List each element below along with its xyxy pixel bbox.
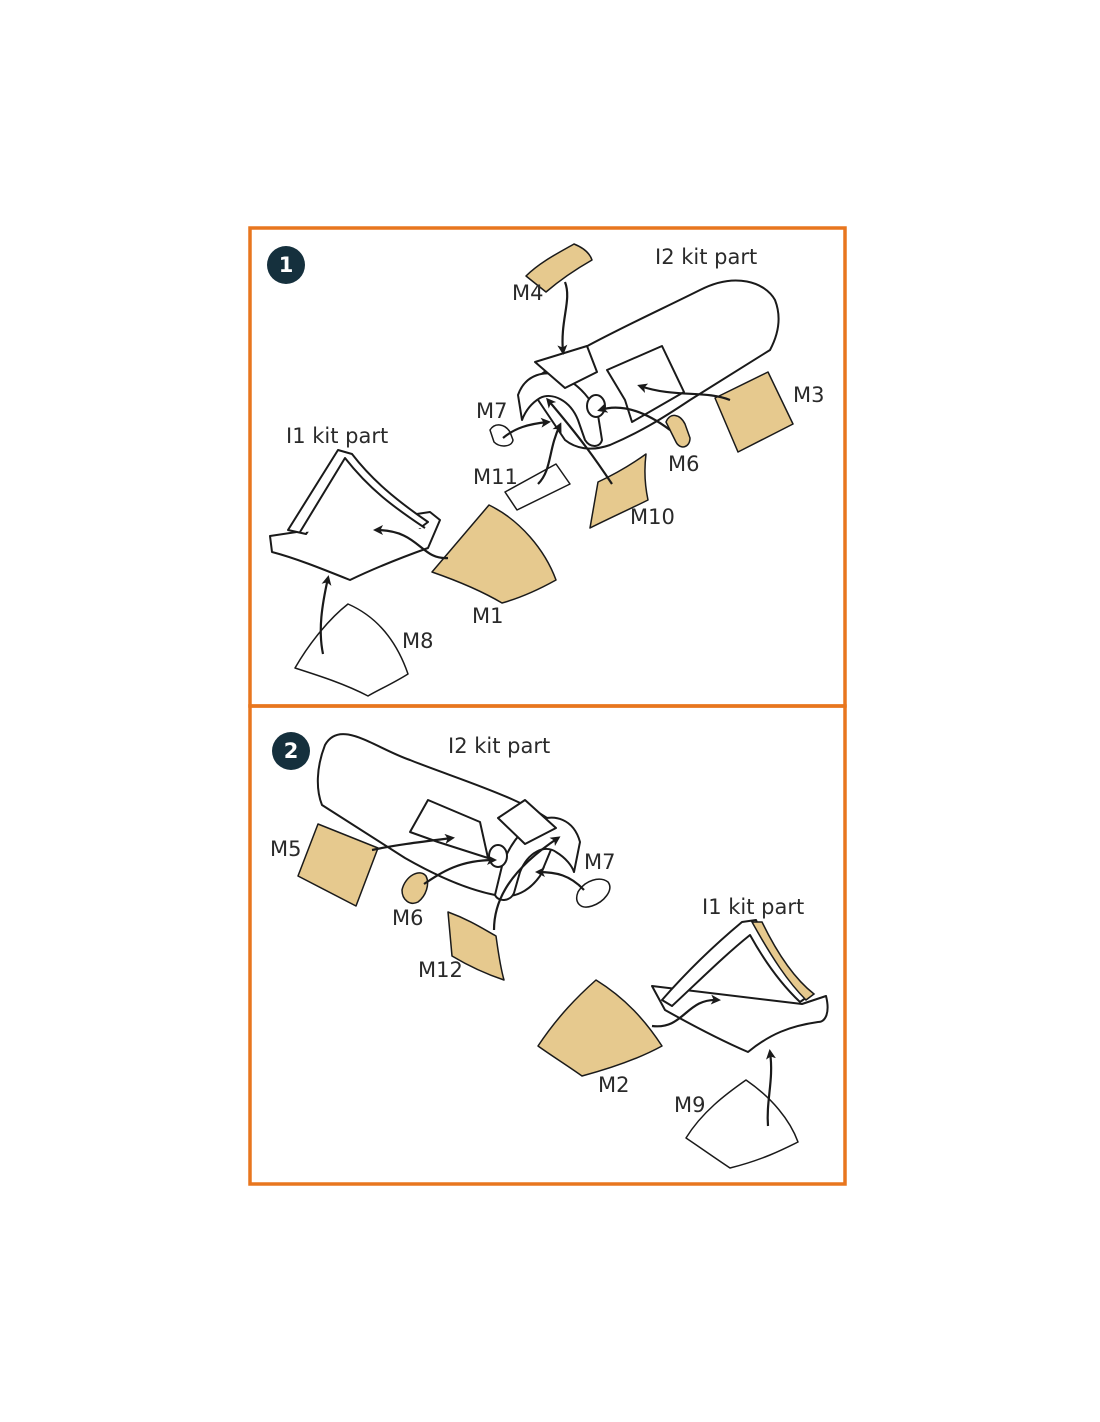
step2-i1-kit-part <box>651 919 829 1053</box>
step2-label-m5: M5 <box>270 837 301 861</box>
step1-panel: 1 I2 kit part M4 M3 M6 M7 M11 <box>267 243 824 697</box>
step1-arrow-m6 <box>597 403 671 431</box>
step2-arrow-m12 <box>492 836 561 931</box>
step1-arrow-m8 <box>319 575 332 655</box>
step1-arrow-m3 <box>637 383 731 402</box>
step1-badge: 1 <box>267 246 305 284</box>
step1-i1-kit-part <box>269 449 441 581</box>
step1-number: 1 <box>279 253 294 277</box>
step2-i2-label: I2 kit part <box>448 734 550 758</box>
step2-frame <box>248 704 847 1186</box>
step2-panel: 2 I2 kit part M5 M6 M7 M12 <box>270 732 829 1169</box>
step1-label-m11: M11 <box>473 465 518 489</box>
step2-number: 2 <box>284 739 299 763</box>
step2-label-m2: M2 <box>598 1073 629 1097</box>
step2-label-m9: M9 <box>674 1093 705 1117</box>
step1-i1-label: I1 kit part <box>286 424 388 448</box>
step1-label-m10: M10 <box>630 505 675 529</box>
step2-badge: 2 <box>272 732 310 770</box>
step2-label-m12: M12 <box>418 958 463 982</box>
step2-mask-m2 <box>537 979 663 1077</box>
step1-mask-m1 <box>431 504 557 604</box>
step1-label-m4: M4 <box>512 281 543 305</box>
step2-mask-m9 <box>685 1079 799 1169</box>
step1-mask-m7 <box>489 424 514 447</box>
step1-mask-m11 <box>504 463 571 511</box>
step2-label-m6: M6 <box>392 906 423 930</box>
step1-label-m1: M1 <box>472 604 503 628</box>
step1-label-m6: M6 <box>668 452 699 476</box>
step1-arrow-m4 <box>557 281 569 355</box>
step2-mask-m7 <box>576 878 611 908</box>
step1-i2-label: I2 kit part <box>655 245 757 269</box>
step2-arrow-m2 <box>651 994 721 1028</box>
step1-arrow-m10 <box>546 397 613 485</box>
step2-mask-m6 <box>401 872 429 904</box>
step1-arrow-m1 <box>373 525 449 560</box>
step1-mask-m3 <box>714 371 794 453</box>
step2-arrow-m5 <box>371 833 455 852</box>
step2-mask-m5 <box>297 823 379 907</box>
step2-i1-label: I1 kit part <box>702 895 804 919</box>
step1-mask-m8 <box>294 603 409 697</box>
step1-label-m7: M7 <box>476 399 507 423</box>
step1-arrow-m7 <box>502 417 551 439</box>
step1-label-m3: M3 <box>793 383 824 407</box>
step2-arrow-m7 <box>535 867 585 891</box>
step1-i2-kit-part <box>517 279 780 450</box>
step1-label-m8: M8 <box>402 629 433 653</box>
step1-mask-m10 <box>589 453 649 529</box>
step2-arrow-m6 <box>423 855 497 885</box>
step1-arrow-m11 <box>537 422 562 485</box>
step1-mask-m4 <box>525 243 593 293</box>
step2-mask-m12 <box>447 911 505 981</box>
step2-arrow-m9 <box>766 1049 776 1127</box>
step2-label-m7: M7 <box>584 850 615 874</box>
step1-mask-m6 <box>665 414 691 448</box>
